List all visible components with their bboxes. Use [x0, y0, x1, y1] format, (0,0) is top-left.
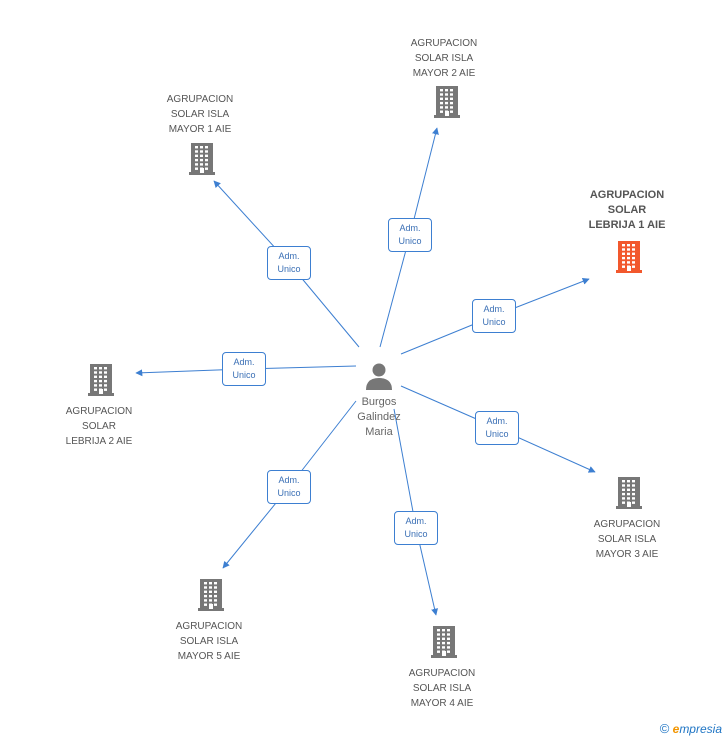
- building-icon-lebrija-1[interactable]: [616, 241, 642, 273]
- brand-footer[interactable]: © empresia: [660, 721, 722, 736]
- edge-label-lebrija-1[interactable]: Adm. Unico: [472, 299, 516, 333]
- edge-label-isla-mayor-4[interactable]: Adm. Unico: [394, 511, 438, 545]
- brand-name: mpresia: [679, 722, 722, 736]
- company-label-isla-mayor-3[interactable]: AGRUPACION SOLAR ISLA MAYOR 3 AIE: [593, 519, 661, 560]
- building-icon-lebrija-2[interactable]: [88, 364, 114, 396]
- company-label-isla-mayor-5[interactable]: AGRUPACION SOLAR ISLA MAYOR 5 AIE: [175, 621, 243, 662]
- edge-label-isla-mayor-1[interactable]: Adm. Unico: [267, 246, 311, 280]
- building-icon-isla-mayor-1[interactable]: [189, 143, 215, 175]
- edge-label-isla-mayor-5[interactable]: Adm. Unico: [267, 470, 311, 504]
- company-label-lebrija-1[interactable]: AGRUPACION SOLAR LEBRIJA 1 AIE: [588, 189, 666, 231]
- brand-logo-initial: e: [672, 722, 680, 736]
- company-label-lebrija-2[interactable]: AGRUPACION SOLAR LEBRIJA 2 AIE: [65, 406, 133, 447]
- company-label-isla-mayor-2[interactable]: AGRUPACION SOLAR ISLA MAYOR 2 AIE: [410, 38, 478, 79]
- person-label[interactable]: Burgos Galindez Maria: [357, 396, 401, 438]
- company-label-isla-mayor-1[interactable]: AGRUPACION SOLAR ISLA MAYOR 1 AIE: [166, 94, 234, 135]
- building-icon-isla-mayor-4[interactable]: [431, 626, 457, 658]
- person-icon[interactable]: [366, 363, 392, 391]
- edge-label-isla-mayor-2[interactable]: Adm. Unico: [388, 218, 432, 252]
- building-icon-isla-mayor-3[interactable]: [616, 477, 642, 509]
- copyright-icon: ©: [659, 721, 670, 736]
- building-icon-isla-mayor-5[interactable]: [198, 579, 224, 611]
- building-icon-isla-mayor-2[interactable]: [434, 86, 460, 118]
- edge-label-isla-mayor-3[interactable]: Adm. Unico: [475, 411, 519, 445]
- company-label-isla-mayor-4[interactable]: AGRUPACION SOLAR ISLA MAYOR 4 AIE: [408, 668, 476, 709]
- edge-label-lebrija-2[interactable]: Adm. Unico: [222, 352, 266, 386]
